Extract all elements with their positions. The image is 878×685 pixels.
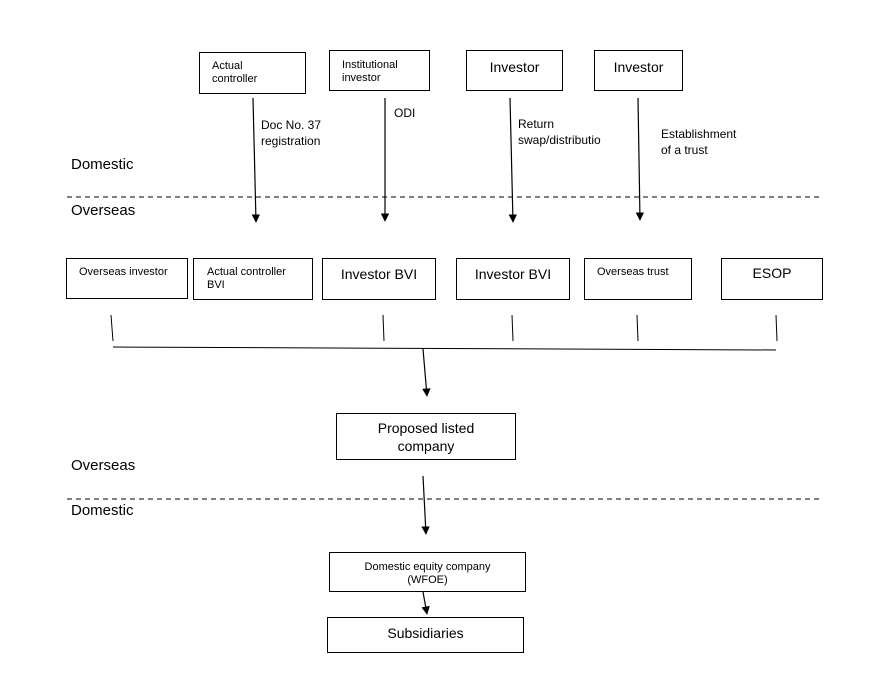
investor-box-1: Investor bbox=[466, 50, 563, 91]
zone-label-top-domestic: Domestic bbox=[71, 156, 134, 173]
investor-label-2: Investor bbox=[613, 59, 664, 75]
investor-bvi-label-1: Investor BVI bbox=[340, 266, 418, 282]
tick-esop bbox=[775, 314, 778, 342]
tick-investor-bvi-1 bbox=[382, 314, 385, 342]
zone-label-top-overseas: Overseas bbox=[71, 202, 136, 219]
doc37-label: Doc No. 37 registration bbox=[261, 118, 322, 148]
overseas-investor-label: Overseas investor bbox=[79, 266, 168, 278]
actual-controller-box: Actual controller bbox=[199, 52, 306, 94]
zone-label-bottom-domestic: Domestic bbox=[71, 502, 134, 519]
overseas-investor-box: Overseas investor bbox=[66, 258, 188, 299]
horizontal-connector bbox=[112, 346, 777, 351]
trust-label: Establishment of a trust bbox=[661, 127, 737, 157]
institutional-investor-label: Institutional investor bbox=[342, 59, 398, 84]
actual-controller-bvi-label: Actual controller BVI bbox=[207, 266, 286, 291]
actual-controller-bvi-box: Actual controller BVI bbox=[193, 258, 313, 300]
arrow-trust bbox=[635, 97, 645, 221]
investor-bvi-box-2: Investor BVI bbox=[456, 258, 570, 300]
odi-label: ODI bbox=[394, 106, 416, 120]
proposed-listed-company-label: Proposed listed company bbox=[377, 420, 475, 454]
arrow-doc37 bbox=[251, 97, 261, 223]
proposed-listed-company-box: Proposed listed company bbox=[336, 413, 516, 460]
esop-box: ESOP bbox=[721, 258, 823, 300]
subsidiaries-box: Subsidiaries bbox=[327, 617, 524, 653]
arrow-to-subsidiaries bbox=[421, 591, 430, 615]
subsidiaries-label: Subsidiaries bbox=[387, 625, 464, 641]
tick-investor-bvi-2 bbox=[511, 314, 514, 342]
return-swap-label: Return swap/distributio bbox=[518, 117, 601, 147]
zone-label-bottom-overseas: Overseas bbox=[71, 457, 136, 474]
investor-box-2: Investor bbox=[594, 50, 683, 91]
investor-bvi-box-1: Investor BVI bbox=[322, 258, 436, 300]
domestic-equity-company-box: Domestic equity company (WFOE) bbox=[329, 552, 526, 592]
overseas-trust-label: Overseas trust bbox=[597, 266, 669, 278]
actual-controller-label: Actual controller bbox=[212, 60, 258, 85]
tick-overseas-investor bbox=[110, 314, 114, 342]
investor-bvi-label-2: Investor BVI bbox=[474, 266, 552, 282]
tick-overseas-trust bbox=[636, 314, 639, 342]
institutional-investor-box: Institutional investor bbox=[329, 50, 430, 91]
esop-label: ESOP bbox=[752, 265, 792, 281]
investor-label-1: Investor bbox=[489, 59, 540, 75]
arrow-return-swap bbox=[508, 97, 518, 223]
overseas-trust-box: Overseas trust bbox=[584, 258, 692, 300]
arrow-to-wfoe bbox=[421, 475, 430, 535]
arrow-to-listed-company bbox=[422, 348, 431, 397]
domestic-equity-company-label: Domestic equity company (WFOE) bbox=[364, 561, 491, 586]
